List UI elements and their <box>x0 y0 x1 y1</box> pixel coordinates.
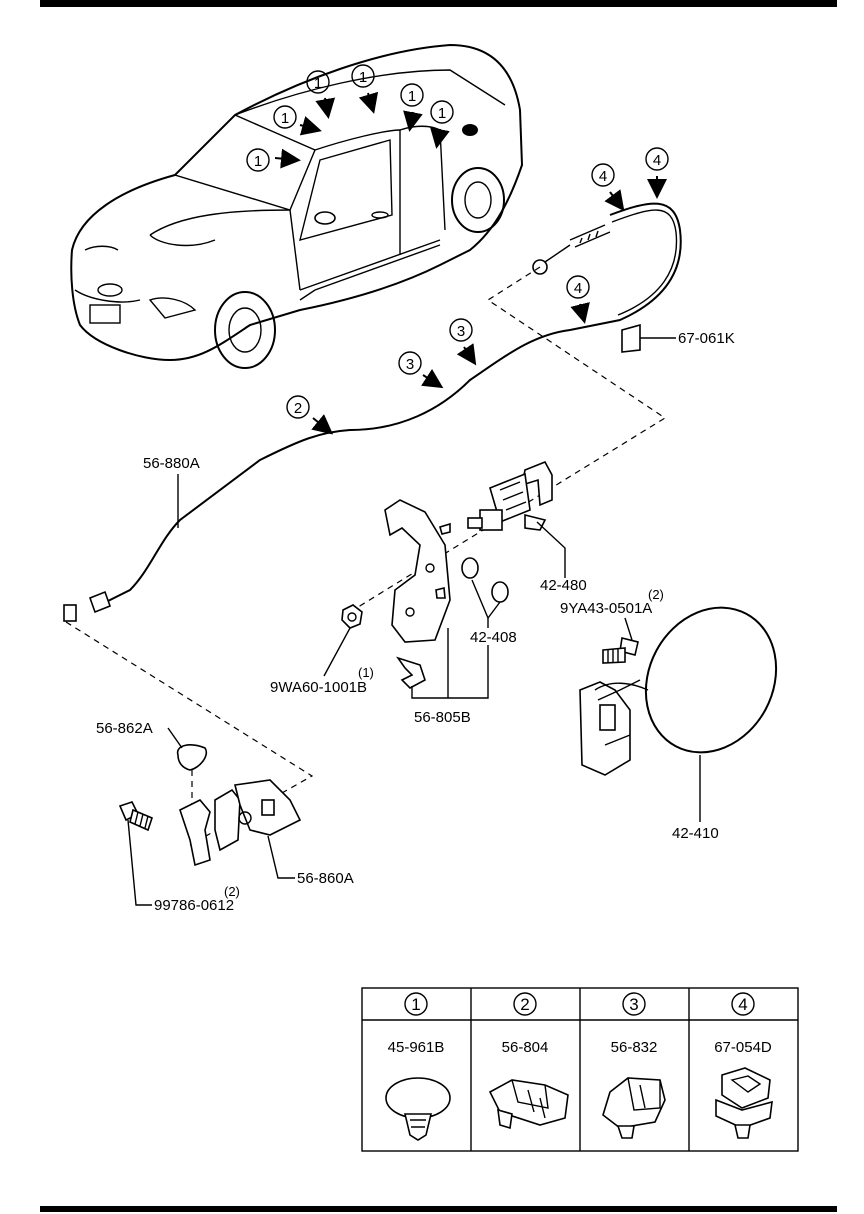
label-99786-0612: 99786-0612 <box>154 897 234 914</box>
clip-67-054d-icon <box>715 1067 773 1139</box>
callout-1: 1 <box>359 69 367 86</box>
callout-1: 1 <box>438 105 446 122</box>
table-header-3: 3 <box>629 995 638 1014</box>
callout-4: 4 <box>574 280 582 297</box>
bushings <box>461 557 509 603</box>
table-part-4: 67-054D <box>714 1039 772 1056</box>
callout-1: 1 <box>281 110 289 127</box>
label-56-862a: 56-862A <box>96 720 153 737</box>
label-56-880a: 56-880A <box>143 455 200 472</box>
bottom-border <box>40 1206 837 1212</box>
release-cable <box>63 202 682 622</box>
clip-table: 1 2 3 4 45-961B 56-804 56-832 67-054D <box>361 987 799 1152</box>
opener-bolt <box>118 801 153 832</box>
actuator-assembly <box>467 460 553 531</box>
label-9ya43-0501a: 9YA43-0501A <box>560 600 652 617</box>
lid-hinge-bracket <box>384 499 451 643</box>
callout-1: 1 <box>408 88 416 105</box>
callout-3: 3 <box>457 323 465 340</box>
spring-clip <box>395 656 426 689</box>
callout-2: 2 <box>294 400 302 417</box>
table-header-1: 1 <box>411 995 420 1014</box>
lid-bolt <box>602 637 639 664</box>
fuel-lid <box>579 606 778 776</box>
label-42-480: 42-480 <box>540 577 587 594</box>
table-part-2: 56-804 <box>502 1039 549 1056</box>
clip-45-961b-icon <box>385 1077 451 1141</box>
callout-4: 4 <box>599 168 607 185</box>
table-part-3: 56-832 <box>611 1039 658 1056</box>
opener-assembly <box>176 744 302 867</box>
labels: 67-061K 56-880A 42-480 (2) 9YA43-0501A 4… <box>96 330 735 914</box>
callout-4: 4 <box>653 152 661 169</box>
label-56-860a: 56-860A <box>297 870 354 887</box>
clip-56-804-icon <box>488 1079 569 1130</box>
table-header-4: 4 <box>738 995 747 1014</box>
clip-56-832-icon <box>602 1077 666 1139</box>
car-illustration <box>70 43 524 369</box>
callout-1: 1 <box>254 153 262 170</box>
qty-99786: (2) <box>224 884 240 899</box>
label-56-805b: 56-805B <box>414 709 471 726</box>
label-42-410: 42-410 <box>672 825 719 842</box>
label-9wa60-1001b: 9WA60-1001B <box>270 679 367 696</box>
qty-9wa60: (1) <box>358 665 374 680</box>
cable-clip-callouts: 4 4 4 3 3 2 <box>286 147 669 435</box>
qty-9ya43: (2) <box>648 587 664 602</box>
label-42-408: 42-408 <box>470 629 517 646</box>
callout-1: 1 <box>314 75 322 92</box>
nut <box>341 604 363 629</box>
label-67-061k: 67-061K <box>678 330 735 347</box>
car-clip-callouts: 1 1 1 1 1 1 <box>246 64 454 172</box>
callout-3: 3 <box>406 356 414 373</box>
table-header-2: 2 <box>520 995 529 1014</box>
table-part-1: 45-961B <box>388 1039 445 1056</box>
top-border <box>40 0 837 7</box>
